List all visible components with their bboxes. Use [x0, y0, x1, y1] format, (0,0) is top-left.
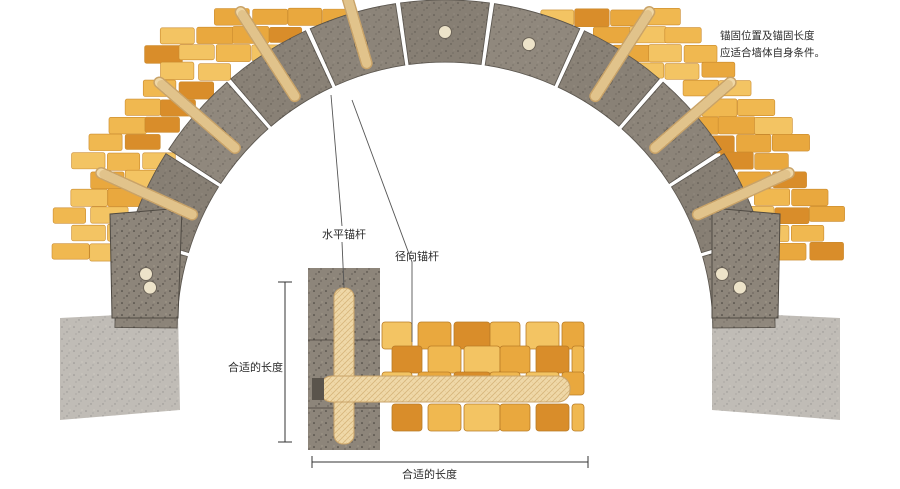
anchor-hole-icon [139, 267, 153, 281]
brick [107, 152, 141, 171]
brick [683, 45, 718, 63]
detail-brick [381, 321, 413, 350]
brick [701, 61, 736, 78]
leader-lines [330, 94, 413, 342]
leader-horizontal-anchor-to-detail [341, 241, 345, 289]
detail-brick [463, 403, 501, 432]
wall-base-left [60, 312, 180, 420]
anchor-note: 锚固位置及锚固长度 应适合墙体自身条件。 [720, 28, 825, 62]
brick [71, 152, 106, 170]
brick [159, 27, 195, 45]
brick [754, 117, 793, 135]
anchor-note-line2: 应适合墙体自身条件。 [720, 47, 825, 59]
brick [252, 8, 288, 25]
brick [198, 63, 231, 81]
dimension-vertical [278, 281, 292, 443]
radial-anchor-label: 径向锚杆 [395, 250, 439, 263]
radial-anchor-rods [95, 0, 795, 221]
detail-brick [499, 403, 531, 432]
brick [664, 27, 702, 44]
brick [648, 44, 682, 63]
detail-brick [499, 345, 531, 374]
anchor-hole-icon [521, 37, 536, 52]
brick [71, 224, 106, 242]
leader-radial-anchor [351, 99, 413, 342]
leader-horizontal-anchor [330, 94, 343, 227]
detail-brick [535, 403, 570, 432]
anchor-hole-icon [143, 280, 158, 295]
brick [754, 188, 791, 206]
anchor-hole-icon [438, 25, 452, 39]
detail-brick [571, 345, 585, 374]
brick [771, 134, 810, 152]
brick [717, 116, 756, 135]
detail-brick [535, 345, 570, 374]
brick [124, 134, 161, 150]
brick [664, 63, 700, 80]
detail-brick [561, 321, 585, 350]
brick [178, 81, 215, 100]
brick [791, 188, 829, 207]
detail-brick [453, 321, 491, 350]
anchor-plate [312, 378, 324, 400]
brick [51, 243, 90, 260]
detail-brick [417, 321, 452, 350]
horizontal-anchor-label: 水平锚杆 [322, 228, 366, 241]
dimension-horizontal [311, 456, 589, 468]
detail-brick [391, 345, 423, 374]
detail-brick [391, 403, 423, 432]
detail-brick [571, 403, 585, 432]
detail-brick [427, 403, 462, 432]
vertical-length-label: 合适的长度 [228, 361, 283, 374]
anchor-note-line1: 锚固位置及锚固长度 [720, 30, 815, 42]
detail-brick [525, 321, 560, 350]
brick [52, 207, 86, 224]
brick [574, 8, 610, 28]
brick [124, 98, 162, 116]
brick [70, 188, 108, 207]
detail-inset [308, 268, 585, 450]
wall-base-right [712, 312, 840, 420]
brick [88, 133, 123, 151]
brick [809, 206, 845, 222]
brick [196, 26, 235, 44]
brick [754, 153, 789, 170]
brick [108, 116, 147, 135]
horizontal-anchor-rod-icon [319, 375, 571, 403]
detail-brick [427, 345, 462, 374]
brick [736, 134, 772, 153]
brick [178, 44, 215, 61]
brick [287, 7, 322, 26]
brick [144, 116, 180, 133]
brick [144, 45, 183, 64]
anchor-hole-icon [732, 280, 747, 295]
bottom-length-label: 合适的长度 [402, 468, 457, 481]
vertical-anchor-rod-icon [333, 287, 355, 445]
detail-brick [489, 321, 521, 350]
brick [790, 225, 825, 242]
detail-brick [463, 345, 501, 374]
brick [215, 44, 251, 62]
anchor-hole-icon [715, 267, 729, 281]
brick [737, 99, 776, 116]
brick [160, 61, 195, 80]
brick [809, 241, 844, 261]
